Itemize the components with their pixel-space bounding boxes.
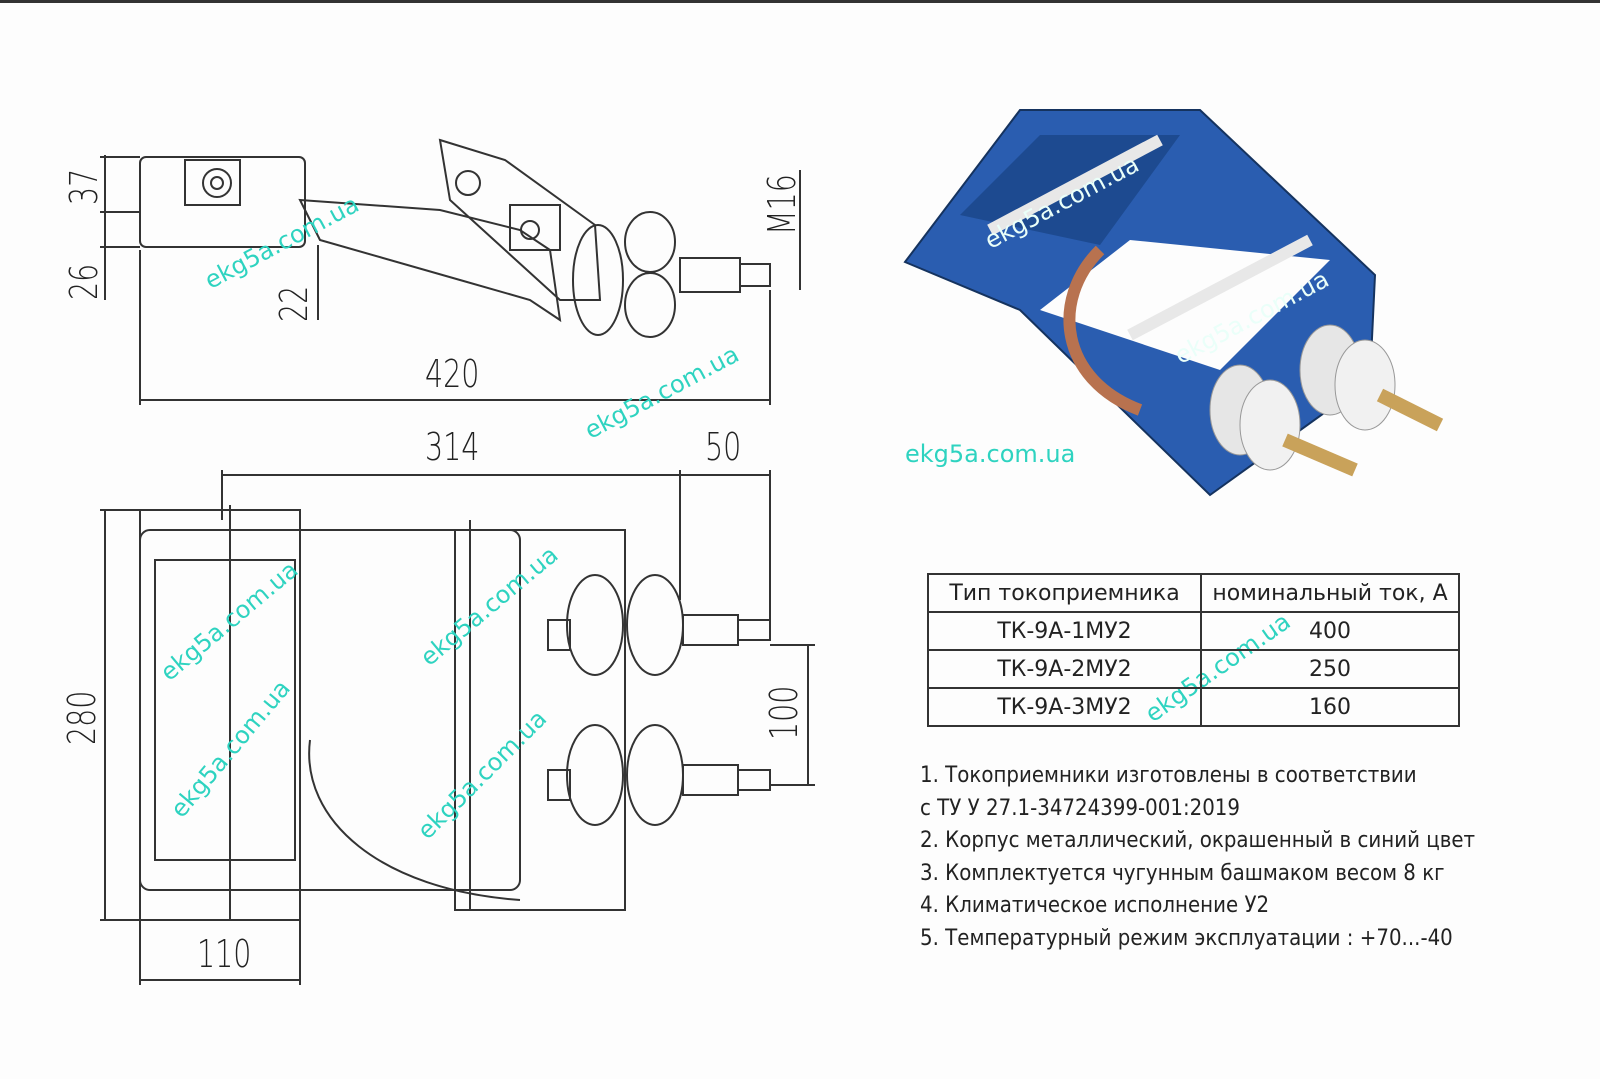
cell-type: ТК-9А-2МУ2 — [927, 649, 1202, 689]
dim-22: 22 — [272, 285, 316, 322]
3d-render — [903, 109, 1444, 497]
cell-type: ТК-9А-1МУ2 — [927, 611, 1202, 651]
note-item: 1. Токоприемники изготовлены в соответст… — [920, 763, 1417, 788]
cell-current: 250 — [1200, 649, 1460, 689]
table-row: ТК-9А-1МУ2 400 — [927, 611, 1460, 651]
table-header-row: Тип токоприемника номинальный ток, А — [927, 573, 1460, 613]
specification-table: Тип токоприемника номинальный ток, А ТК-… — [927, 573, 1460, 727]
note-item: 3. Комплектуется чугунным башмаком весом… — [920, 860, 1445, 886]
dim-100: 100 — [762, 685, 806, 740]
note-item: 4. Климатическое исполнение У2 — [920, 893, 1270, 918]
cell-current: 400 — [1200, 611, 1460, 651]
dim-280: 280 — [60, 690, 104, 745]
top-border — [0, 0, 1600, 3]
dim-37: 37 — [62, 168, 106, 205]
note-item: 2. Корпус металлический, окрашенный в си… — [920, 828, 1476, 853]
dim-26: 26 — [62, 263, 106, 300]
note-item: с ТУ У 27.1-34724399-001:2019 — [920, 795, 1241, 821]
table-row: ТК-9А-2МУ2 250 — [927, 649, 1460, 689]
dim-50: 50 — [705, 425, 742, 469]
notes-list: 1. Токоприемники изготовлены в соответст… — [920, 760, 1537, 955]
header-current: номинальный ток, А — [1200, 573, 1460, 613]
table-row: ТК-9А-3МУ2 160 — [927, 687, 1460, 727]
dim-110: 110 — [197, 932, 252, 976]
header-type: Тип токоприемника — [927, 573, 1202, 613]
dim-420: 420 — [425, 352, 480, 396]
dim-m16: M16 — [760, 174, 804, 235]
dim-314: 314 — [425, 425, 480, 469]
cell-type: ТК-9А-3МУ2 — [927, 687, 1202, 727]
cell-current: 160 — [1200, 687, 1460, 727]
side-view — [100, 138, 801, 405]
watermark: ekg5a.com.ua — [905, 440, 1076, 468]
top-view — [100, 470, 815, 985]
note-item: 5. Температурный режим эксплуатации : +7… — [920, 925, 1453, 951]
